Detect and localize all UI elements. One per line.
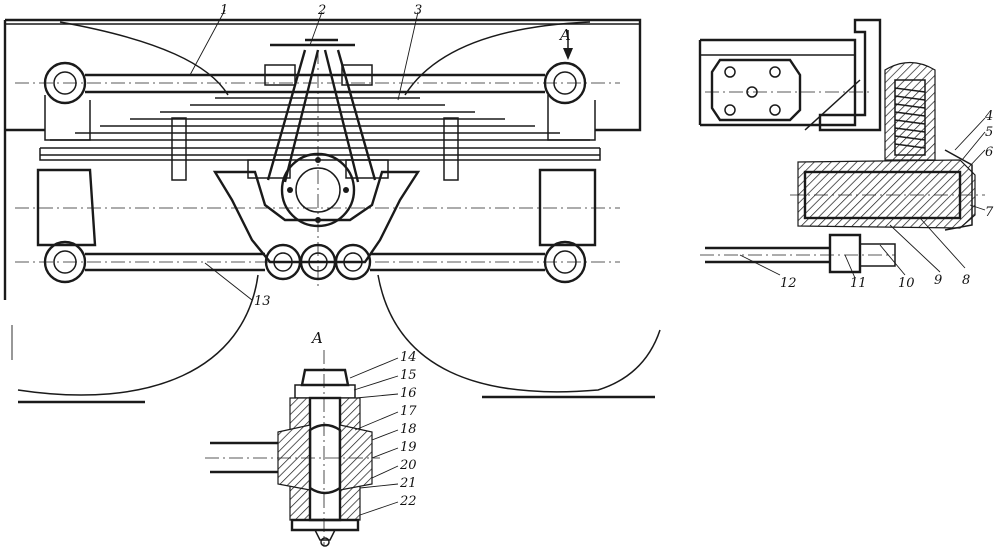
callout-19: 19	[400, 440, 417, 455]
ball-seat-right	[339, 424, 373, 491]
upper-rod	[85, 73, 545, 94]
callout-10: 10	[898, 276, 915, 291]
v-rod-bracket-left	[264, 64, 296, 86]
axle-housing-right	[538, 168, 597, 247]
frame-rail	[3, 18, 642, 300]
axle-housing-left	[36, 168, 97, 247]
frame-section	[698, 38, 857, 127]
spring-clip-right	[443, 117, 459, 181]
hub-caps	[247, 159, 389, 179]
callout-17: 17	[400, 404, 417, 419]
link-rod	[705, 246, 830, 264]
pin-housing	[797, 159, 976, 229]
leaf-spring	[39, 91, 601, 161]
end-cap	[944, 149, 973, 231]
pin-detail-view: 4 5 6 7 8 9 10 11 12	[698, 18, 994, 291]
view-marker-label: A	[558, 26, 571, 44]
callout-5: 5	[985, 125, 993, 140]
callout-18: 18	[400, 422, 417, 437]
main-side-view: A 1 2 3 13	[3, 3, 661, 404]
callout-4: 4	[984, 109, 993, 124]
link-end	[828, 233, 862, 274]
v-rod-bracket-right	[341, 64, 373, 86]
callout-13: 13	[254, 294, 271, 309]
right-bracket	[547, 95, 596, 141]
callout-21: 21	[399, 476, 417, 491]
link-nut	[860, 243, 896, 267]
pivot-stud	[308, 396, 342, 522]
washer-bottom	[290, 518, 360, 532]
callout-6: 6	[985, 145, 993, 160]
callout-2: 2	[317, 3, 326, 18]
hub-outer	[280, 152, 356, 228]
callout-1: 1	[220, 3, 228, 18]
bottom-nut	[313, 529, 337, 541]
upper-left-pin	[53, 71, 77, 95]
spring-clip-left	[171, 117, 187, 181]
washer-top	[294, 384, 356, 399]
upper-right-pin	[553, 71, 577, 95]
v-rod	[266, 49, 377, 183]
lower-left-eye	[43, 240, 87, 284]
callout-22: 22	[399, 494, 417, 509]
callout-20: 20	[399, 458, 417, 473]
rear-wheel-outline	[377, 21, 661, 393]
callout-9: 9	[934, 273, 942, 288]
upper-right-eye	[543, 61, 587, 105]
callout-11: 11	[850, 276, 867, 291]
l-bracket	[818, 18, 882, 132]
front-wheel-outline	[17, 21, 259, 396]
callout-14: 14	[400, 350, 417, 365]
lower-mid-eye-3	[334, 243, 372, 281]
balancer-body	[212, 170, 421, 264]
lower-rod	[85, 252, 545, 272]
callout-16: 16	[400, 386, 417, 401]
ball-seat-left	[277, 424, 311, 491]
section-a-view: A 14 15 16 17 18 19 20 21 22	[205, 329, 417, 547]
lower-right-eye	[543, 240, 587, 284]
rod-stub	[210, 441, 278, 474]
callout-8: 8	[962, 273, 970, 288]
callout-12: 12	[780, 276, 797, 291]
callout-3: 3	[414, 3, 422, 18]
flange-plate	[710, 58, 802, 122]
section-title: A	[310, 329, 323, 347]
ball	[308, 423, 342, 495]
callout-15: 15	[400, 368, 417, 383]
callout-7: 7	[985, 205, 994, 220]
v-rod-top	[270, 38, 355, 47]
left-bracket	[44, 95, 91, 141]
top-nut	[300, 368, 350, 387]
hub-inner	[295, 167, 341, 213]
upper-left-eye	[43, 61, 87, 105]
